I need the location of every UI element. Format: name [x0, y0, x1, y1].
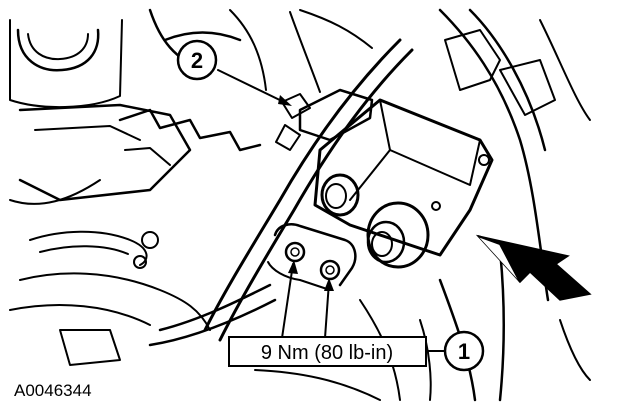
view-direction-arrow [475, 234, 592, 301]
callout-2-circle [176, 39, 218, 81]
callout-2-number: 2 [191, 48, 203, 73]
figure-id: A0046344 [14, 381, 92, 400]
callout-1-number: 1 [458, 339, 470, 364]
callout-2: 2 [176, 39, 218, 81]
leader-lines [217, 69, 445, 352]
callout-1: 1 [443, 330, 485, 372]
callout-1-circle [443, 330, 485, 372]
mounting-nut-right [319, 259, 341, 281]
mounting-nut-left [284, 241, 306, 263]
torque-spec-label: 9 Nm (80 lb-in) [261, 342, 393, 364]
engine-bay-background [9, 8, 591, 402]
torque-spec-box: 9 Nm (80 lb-in) [228, 336, 427, 367]
actuator-module [267, 88, 494, 291]
